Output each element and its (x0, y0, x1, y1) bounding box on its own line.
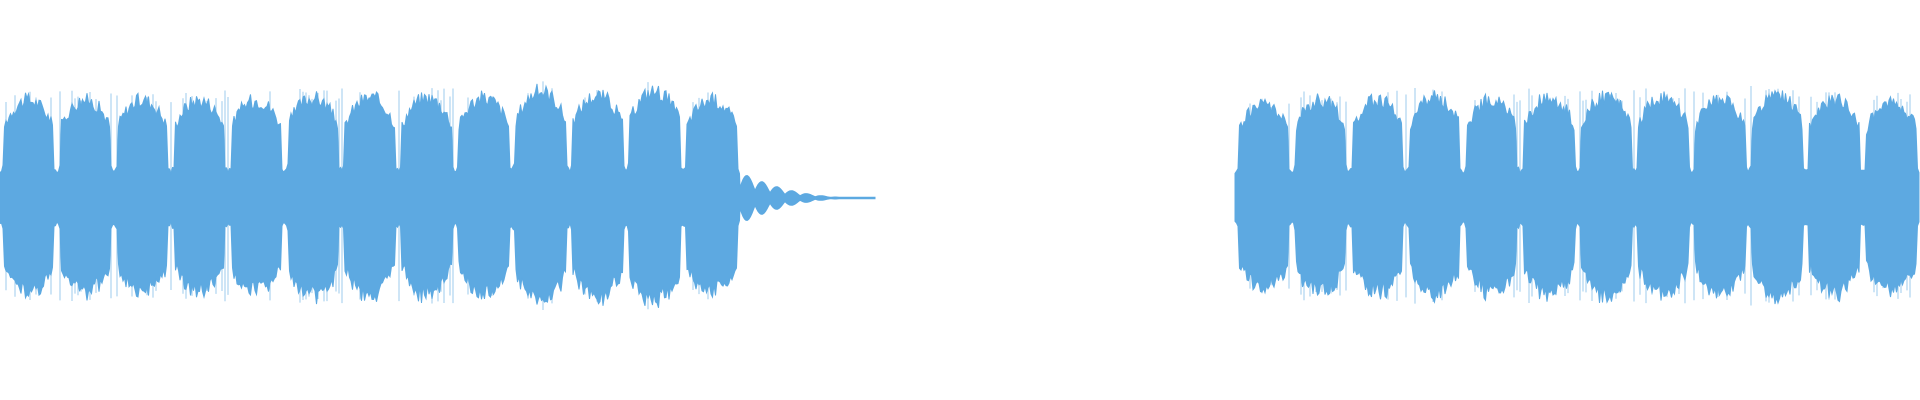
waveform-shape (1234, 89, 1920, 305)
waveform-segment-1 (0, 81, 876, 310)
waveform-segment-2 (1234, 86, 1920, 306)
